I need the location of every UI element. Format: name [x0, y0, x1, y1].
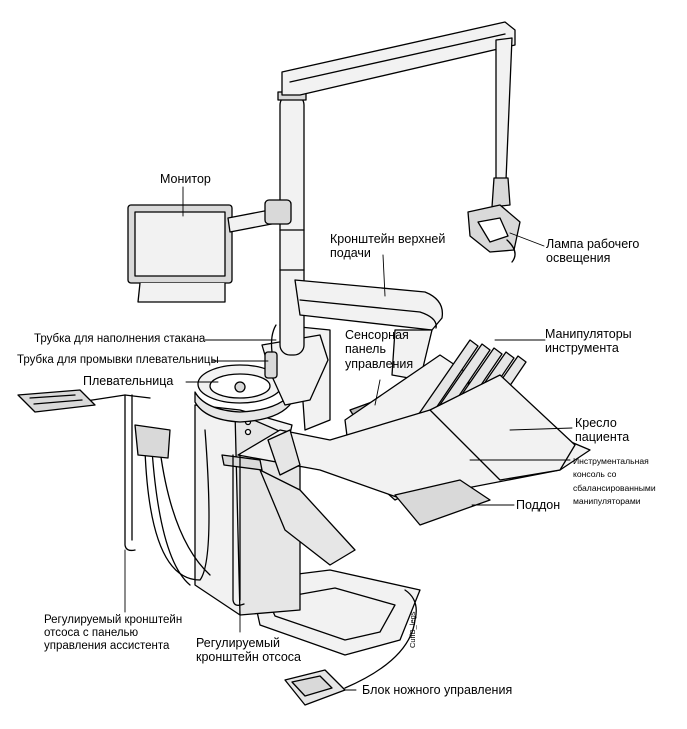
monitor-mount [264, 199, 292, 225]
delivery-arm [294, 279, 444, 331]
chair-lever [221, 454, 263, 471]
label-tray: Поддон [516, 498, 561, 512]
delivery-arm-underside [299, 299, 437, 329]
spittoon-tube [270, 324, 277, 353]
label-suction-arm: Регулируемый кронштейн отсоса [196, 636, 302, 665]
foot-control-cable [344, 589, 417, 689]
monitor-screen [134, 211, 226, 277]
assistant-hose [159, 449, 211, 576]
image-code: CuffB_legs [408, 611, 417, 648]
light-arm-bottom [289, 33, 506, 83]
label-touch-panel: Сенсорная панель управления [345, 328, 414, 371]
tray [394, 479, 491, 526]
assistant-hose [144, 429, 210, 581]
light-arm-elbow [491, 177, 511, 208]
label-assistant-arm: Регулируемый кронштейн отсоса с панелью … [44, 614, 183, 653]
cabinet-button [244, 428, 252, 436]
label-lamp: Лампа рабочего освещения [546, 237, 640, 266]
chair-armrest [267, 429, 301, 476]
suction-arm-pole [232, 454, 245, 606]
label-upper-arm: Кронштейн верхней подачи [330, 232, 446, 261]
label-monitor: Монитор [160, 172, 211, 186]
label-spittoon-tube: Трубка для промывки плевательницы [17, 354, 219, 366]
label-spittoon: Плевательница [83, 374, 174, 388]
light-arm [281, 21, 516, 96]
chair-base-plate [267, 587, 396, 641]
label-cup-tube: Трубка для наполнения стакана [34, 333, 206, 345]
assistant-control-keys [29, 394, 83, 405]
assistant-hose [151, 449, 191, 586]
lamp-handle [506, 239, 516, 263]
column-joint [279, 229, 305, 271]
label-console: Инструментальная консоль со сбалансирова… [573, 456, 656, 506]
cup-tube [264, 351, 278, 379]
lamp-lens [477, 217, 509, 243]
leader-lines [124, 186, 573, 691]
assistant-holder [134, 424, 171, 459]
chair-back [429, 374, 576, 481]
label-instruments: Манипуляторы инструмента [545, 327, 632, 356]
label-chair: Кресло пациента [575, 416, 630, 445]
spittoon-drain [234, 381, 246, 393]
label-foot-control: Блок ножного управления [362, 683, 513, 697]
assistant-arm-pole [124, 394, 136, 552]
assistant-control-panel [17, 389, 96, 413]
chair-frame [259, 469, 356, 566]
monitor-stand [137, 282, 226, 303]
foot-control-top [291, 675, 333, 697]
main-column [279, 94, 305, 356]
light-arm-drop [495, 37, 513, 183]
